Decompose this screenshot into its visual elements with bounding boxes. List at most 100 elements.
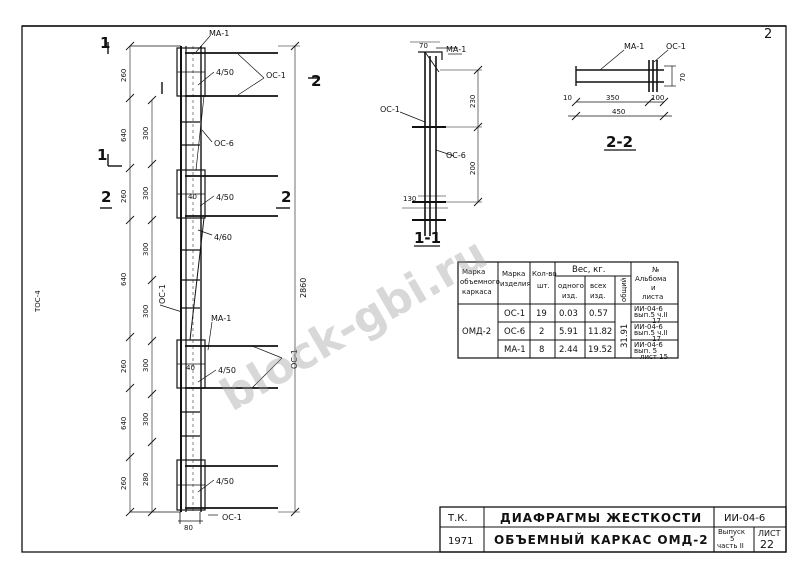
issue-line: Выпуск [718,528,745,536]
title-block-org: Т.К. [447,513,468,524]
corner-mark: 2 [764,27,772,42]
inner-dim: 300 [142,413,150,426]
dim-40b: 40 [186,364,195,372]
th-line: одного [558,282,584,290]
frame-mark: ОМД-2 [462,327,491,337]
th-mark-item: Марка изделия [500,270,531,288]
album-line: ИИ-04-6 [634,323,663,331]
th-line: изд. [590,292,605,300]
s1-label-os1: ОС-1 [380,105,400,114]
s1-label-ma1: МА-1 [446,45,466,54]
th-line: каркаса [462,288,492,296]
title-block-year: 1971 [448,536,473,547]
row-weight-one: 2.44 [559,345,578,355]
th-line: Альбома [635,275,667,283]
th-weight: Вес, кг. [572,265,605,275]
row-weight-all: 0.57 [589,309,608,319]
row-weight-all: 19.52 [588,345,612,355]
outer-dim: 260 [120,477,128,490]
th-line: изделия [500,280,531,288]
spec-table [457,261,679,359]
th-line: объемного [460,278,500,286]
th-weight-all: всех изд. [590,282,609,300]
s2-dim-450: 450 [612,108,625,116]
row-album: ИИ-04-6 вып. 5 лист 15 [634,341,668,361]
label-os1-mid: ОС-1 [290,349,299,369]
s1-label-os6: ОС-6 [446,151,466,160]
outer-dim: 260 [120,190,128,203]
title-block-issue: Выпуск 5 часть II [717,528,747,550]
album-line: 17 [652,317,661,325]
th-line: изд. [562,292,577,300]
album-line: 17 [652,335,661,343]
slope-c: 4/60 [214,233,232,242]
s2-dim-100: 100 [651,94,664,102]
section-mark-1-top: 1 [100,34,110,52]
album-line: ИИ-04-6 [634,341,663,349]
dim-80: 80 [184,524,193,532]
th-line: листа [642,293,663,301]
inner-dimension-values: 300 300 300 300 300 300 280 [142,127,150,486]
title-block-sheet-number: 22 [760,538,774,551]
inner-dim: 300 [142,359,150,372]
section-mark-1-mid: 1 [97,146,107,164]
label-os1-bottom: ОС-1 [222,513,242,522]
th-line: всех [590,282,606,290]
section-1-1-title: 1-1 [414,229,441,247]
label-os1-top: ОС-1 [266,71,286,80]
row-weight-all: 11.82 [588,327,612,337]
album-line: лист 15 [640,353,668,361]
slope-e: 4/50 [216,477,234,486]
side-note: ТОС-4 [34,290,42,313]
section-mark-2-top: 2 [311,72,321,90]
title-block-title: ДИАФРАГМЫ ЖЕСТКОСТИ [500,511,702,525]
s2-dim-70: 70 [679,73,687,82]
total-weight: 31.91 [620,324,630,348]
th-weight-total: общий [620,278,628,302]
label-ma1-top: МА-1 [209,29,229,38]
outer-dim: 260 [120,69,128,82]
table-row: ОС-6 2 5.91 11.82 ИИ-04-6 вып.5 ч.II 17 [504,323,670,343]
inner-dim: 280 [142,473,150,486]
section-1-1-view [399,41,483,247]
title-block-subtitle: ОБЪЕМНЫЙ КАРКАС ОМД-2 [494,532,709,547]
inner-dim: 300 [142,187,150,200]
slope-a: 4/50 [216,68,234,77]
section-mark-2-right: 2 [281,188,291,206]
total-dim: 2860 [299,278,308,298]
th-line: Марка [502,270,525,278]
row-album: ИИ-04-6 вып.5 ч.II 17 [634,323,670,343]
row-item: МА-1 [504,345,526,355]
outer-dimension-values: 260 640 260 640 260 640 260 [120,69,128,490]
issue-line: часть II [717,542,744,550]
section-2-2-title: 2-2 [606,133,633,151]
table-row: ОС-1 19 0.03 0.57 ИИ-04-6 вып.5 ч.II 17 [504,305,670,325]
s1-dim-200: 200 [469,162,477,175]
row-qty: 19 [536,309,547,319]
issue-line: 5 [730,535,734,543]
inner-dim: 300 [142,127,150,140]
watermark: block-gbi.ru [212,228,496,421]
row-qty: 8 [539,345,544,355]
sheet-frame [21,25,787,553]
album-line: вып.5 ч.II [634,329,668,337]
title-block-sheet-label: ЛИСТ [758,529,781,538]
row-qty: 2 [539,327,544,337]
row-item: ОС-6 [504,327,525,337]
th-qty: Кол-во шт. [532,270,559,290]
s1-dim-230: 230 [469,95,477,108]
row-item: ОС-1 [504,309,525,319]
table-row: МА-1 8 2.44 19.52 ИИ-04-6 вып. 5 лист 15 [504,341,668,361]
title-block-series: ИИ-04-6 [724,513,765,524]
title-block [439,506,787,553]
s2-dim-10: 10 [563,94,572,102]
outer-dim: 640 [120,129,128,142]
s2-dim-350: 350 [606,94,619,102]
slope-d: 4/50 [218,366,236,375]
row-album: ИИ-04-6 вып.5 ч.II 17 [634,305,670,325]
label-os1-left: ОС-1 [158,284,167,304]
th-weight-one: одного изд. [558,282,586,300]
album-line: ИИ-04-6 [634,305,663,313]
outer-dim: 640 [120,273,128,286]
